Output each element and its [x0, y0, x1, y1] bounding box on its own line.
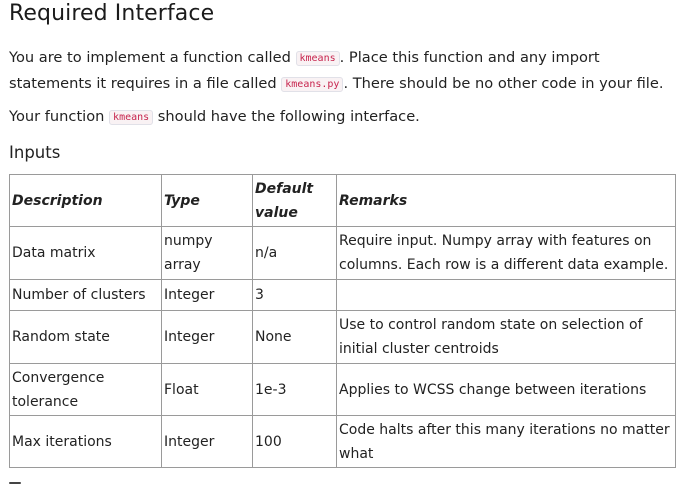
cell-type: Float [161, 363, 253, 416]
table-row: Data matrix numpy array n/a Require inpu… [9, 226, 676, 280]
inline-code-kmeans-2: kmeans [109, 110, 154, 125]
interface-paragraph: Your function kmeans should have the fol… [9, 104, 685, 130]
inline-code-kmeans: kmeans [295, 51, 340, 66]
cell-type: Integer [161, 415, 253, 468]
interface-text-2: should have the following interface. [153, 108, 420, 125]
cell-default: 3 [252, 279, 337, 311]
cell-description: Convergence tolerance [9, 363, 162, 416]
inputs-table: Description Type Default value Remarks D… [9, 174, 676, 468]
cell-type: Integer [161, 310, 253, 364]
cell-type: Integer [161, 279, 253, 311]
inputs-heading: Inputs [9, 143, 61, 162]
table-row: Convergence tolerance Float 1e-3 Applies… [9, 363, 676, 416]
intro-text-1: You are to implement a function called [9, 49, 296, 66]
table-row: Max iterations Integer 100 Code halts af… [9, 415, 676, 468]
cell-default: 1e-3 [252, 363, 337, 416]
header-remarks: Remarks [336, 174, 676, 227]
table-row: Number of clusters Integer 3 [9, 279, 676, 311]
table-header-row: Description Type Default value Remarks [9, 174, 676, 227]
cell-type: numpy array [161, 226, 253, 280]
cell-description: Max iterations [9, 415, 162, 468]
header-default-value: Default value [252, 174, 337, 227]
header-description: Description [9, 174, 162, 227]
inline-code-filename: kmeans.py [281, 77, 344, 92]
intro-paragraph: You are to implement a function called k… [9, 45, 685, 97]
cell-remarks [336, 279, 676, 311]
cell-remarks: Code halts after this many iterations no… [336, 415, 676, 468]
cell-default: n/a [252, 226, 337, 280]
cut-off-text-fragment [9, 482, 21, 484]
cell-description: Random state [9, 310, 162, 364]
page-title: Required Interface [9, 1, 215, 26]
interface-text-1: Your function [9, 108, 110, 125]
cell-remarks: Use to control random state on selection… [336, 310, 676, 364]
cell-description: Data matrix [9, 226, 162, 280]
header-type: Type [161, 174, 253, 227]
cell-remarks: Require input. Numpy array with features… [336, 226, 676, 280]
cell-remarks: Applies to WCSS change between iteration… [336, 363, 676, 416]
cell-description: Number of clusters [9, 279, 162, 311]
cell-default: None [252, 310, 337, 364]
intro-text-3: . There should be no other code in your … [343, 75, 664, 92]
intro-text-2: . Place this function and any import sta… [9, 49, 600, 92]
table-row: Random state Integer None Use to control… [9, 310, 676, 364]
cell-default: 100 [252, 415, 337, 468]
